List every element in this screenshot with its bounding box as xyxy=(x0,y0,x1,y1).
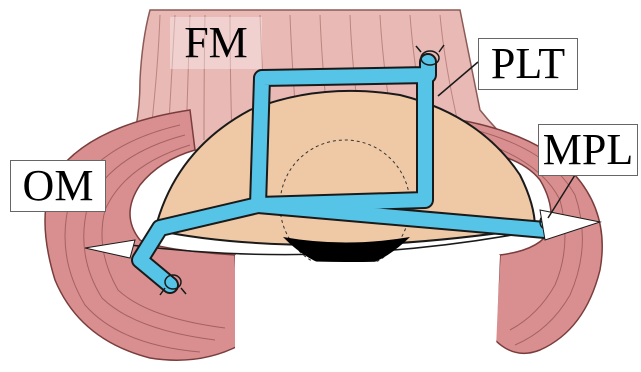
label-mpl: MPL xyxy=(538,124,638,176)
label-fm: FM xyxy=(170,17,262,69)
lower-cutout xyxy=(235,255,500,372)
label-om: OM xyxy=(10,160,106,212)
label-plt: PLT xyxy=(478,38,578,90)
